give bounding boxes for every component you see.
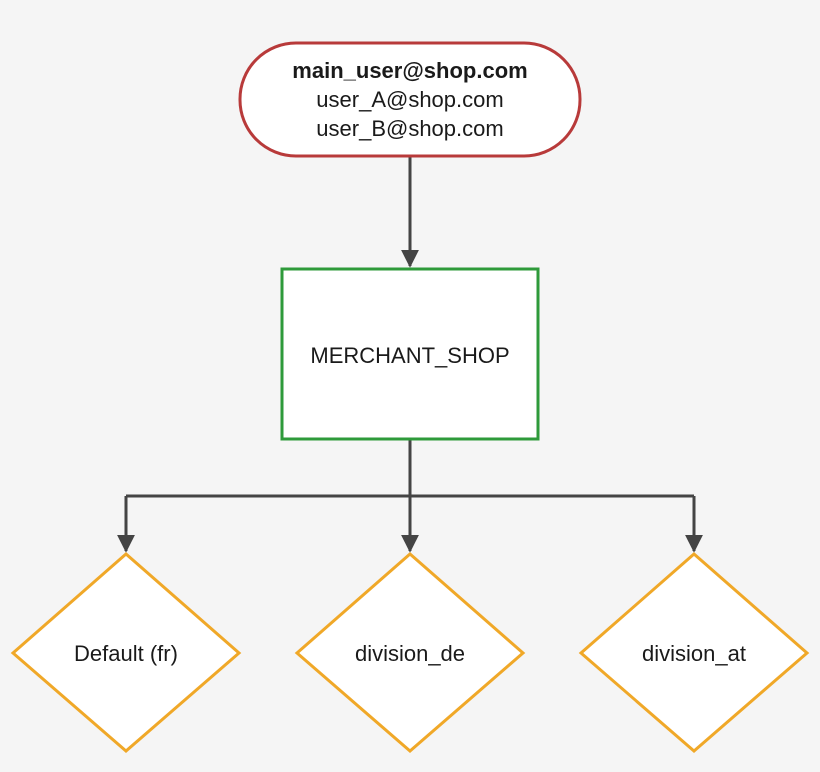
division-node-shape xyxy=(10,552,242,753)
merchant-label: MERCHANT_SHOP xyxy=(310,343,509,368)
user-primary-label: main_user@shop.com xyxy=(292,58,527,83)
division-node-de: division_de xyxy=(294,552,526,753)
merchant-node-shape xyxy=(280,267,540,441)
merchant-node: MERCHANT_SHOP xyxy=(280,267,540,441)
user-secondary-label: user_B@shop.com xyxy=(316,116,503,141)
user-secondary-label: user_A@shop.com xyxy=(316,87,503,112)
division-node-shape xyxy=(294,552,526,753)
users-node-shape xyxy=(238,41,582,158)
connectors xyxy=(117,157,703,553)
division-node-shape xyxy=(578,552,810,753)
division-label: Default (fr) xyxy=(74,641,178,666)
division-node-default: Default (fr) xyxy=(10,552,242,753)
division-label: division_de xyxy=(355,641,465,666)
division-label: division_at xyxy=(642,641,746,666)
division-node-at: division_at xyxy=(578,552,810,753)
users-node: main_user@shop.com user_A@shop.com user_… xyxy=(238,41,582,158)
